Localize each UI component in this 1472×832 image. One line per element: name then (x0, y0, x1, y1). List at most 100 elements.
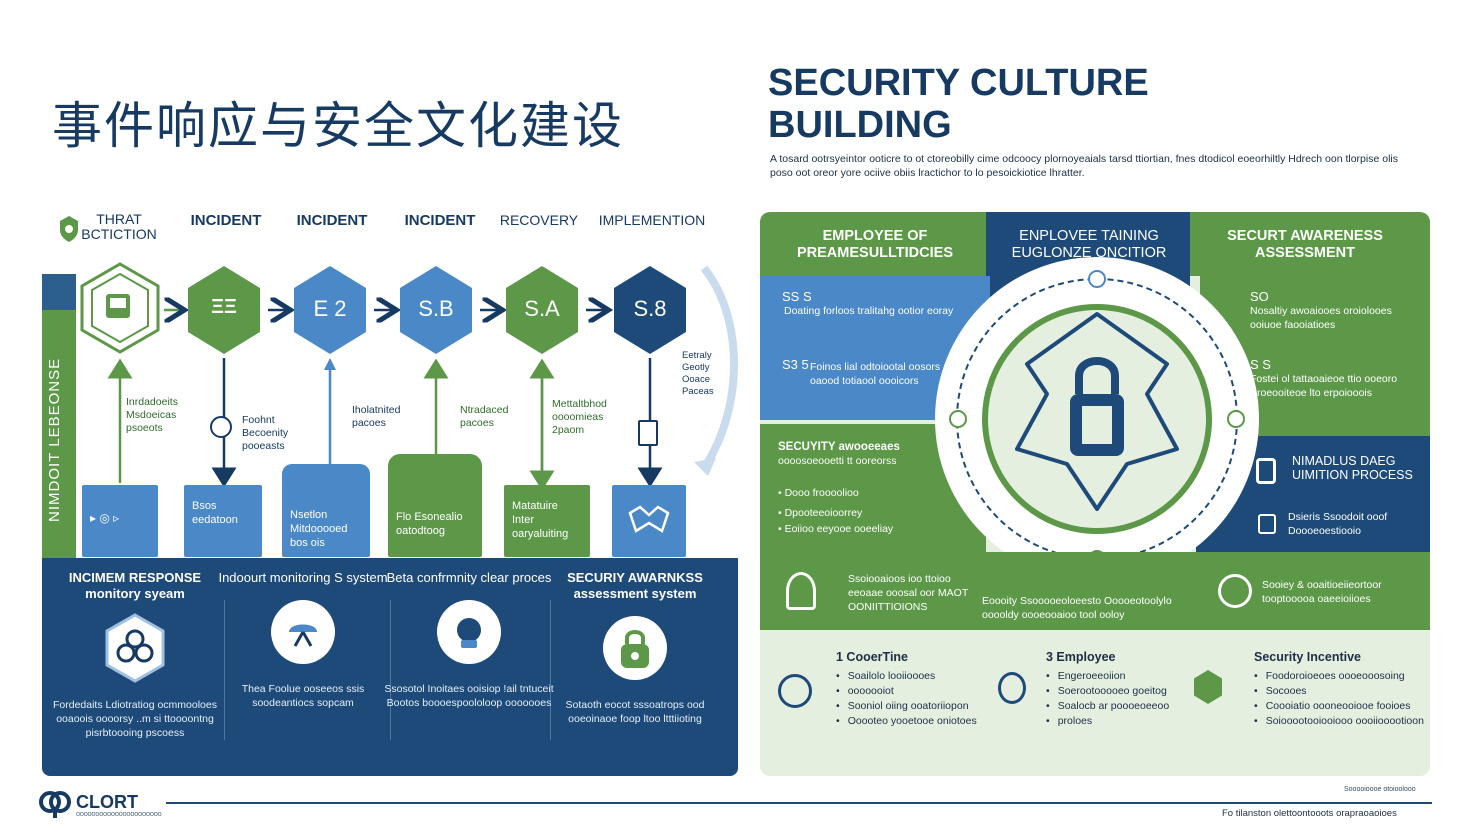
process-text: Dsieris Ssoodoit ooof Doooeoestiooio (1288, 511, 1388, 537)
gear-person-icon (998, 672, 1026, 704)
bottom-col-1-item-3: Sooniol oiing ooatoriiopon (836, 699, 996, 714)
threat-detection-icon (58, 214, 80, 248)
step-box-3: Nsetlon Mitdooooed bos ois (282, 464, 370, 557)
footer-right: Fo tilanston olettoontooots orapraoaoioe… (1222, 808, 1397, 819)
monitoring-icon (271, 600, 335, 664)
system-continuity: Beta confrmnity clear proces Ssosotol In… (384, 570, 554, 710)
left-block-2-num: S3 5 (782, 357, 809, 372)
note-5: Mettaltbhod oooomieas 2paom (552, 398, 607, 436)
handshake-icon (628, 505, 670, 533)
system-desc-1: Fordedaits Ldiotratiog ocmmooloes ooaooi… (52, 699, 217, 739)
step-box-5: Matatuire Inter oaryaluiting (504, 485, 590, 557)
stage-label-implementation: IMPLEMENTION (598, 212, 706, 228)
awareness-item-2: • Dpooteeoioorrey (778, 507, 863, 519)
footer-logo: CLORT (76, 792, 138, 812)
mid-row-text-1: Ssoiooaioos ioo ttoioo eeoaae ooosal oor… (848, 573, 969, 613)
shield-icon (1258, 514, 1276, 534)
step-box-1: ▸ ◎ ▹ (82, 485, 158, 557)
awareness-title: SECUYITY awooeeaes (778, 441, 900, 453)
awareness-item-1-text: Dooo froooolioo (784, 487, 859, 499)
header-assessment: SECURT AWARENESS ASSESSMENT (1227, 228, 1383, 261)
people-icon (786, 572, 816, 610)
step-text-5: Matatuire Inter oaryaluiting (512, 500, 569, 540)
divider-3 (550, 600, 551, 740)
note-1: Inrdadoeits Msdoeicas psoeots (126, 396, 178, 434)
awareness-item-3: • Eoiioo eeyooe ooeeliay (778, 523, 894, 535)
divider-1 (224, 600, 225, 740)
flow-diagram (80, 262, 738, 491)
awareness-item-1: • Dooo froooolioo (778, 487, 859, 499)
bottom-col-2-item-4: proloes (1046, 714, 1206, 729)
step-text-4: Flo Esonealio oatodtoog (396, 511, 463, 537)
bottom-col-2-item-2: Soerootooooeo goeitog (1046, 684, 1206, 699)
step-text-2: Bsos eedatoon (192, 500, 238, 526)
lock-icon (210, 416, 232, 438)
hex-label-2: E 2 (313, 296, 347, 321)
bottom-col-1: 1 CooerTine Soailolo looiioooes ooooooio… (836, 650, 996, 729)
culture-subtitle: A tosard ootrsyeintor ooticre to ot ctor… (770, 153, 1398, 179)
stage-label-threat-detection: THRAT BCTICTION (81, 211, 157, 242)
bottom-col-3: Security Incentive Foodoroioeoes oooeooo… (1254, 650, 1424, 729)
awareness-item-3-text: Eoiioo eeyooe ooeeliay (784, 523, 894, 535)
step-box-6 (612, 485, 686, 557)
threat-detection-hexagon (80, 262, 160, 354)
bottom-col-2-item-1: Engeroeeoiion (1046, 669, 1206, 684)
left-block-2-text: Foinos lial odtoiootal oosors oaood toti… (810, 361, 941, 387)
bottom-col-3-title: Security Incentive (1254, 650, 1361, 664)
note-3: Iholatnited pacoes (352, 404, 401, 429)
network-hexagon-icon (103, 613, 167, 683)
bottom-col-2-item-3: Soalocb ar poooeoeeoo (1046, 699, 1206, 714)
footer-right-small: Sooooioooe otoioolooo (1344, 786, 1416, 793)
bottom-col-3-item-4: Soiooootooiooiooo oooiiooootioon (1254, 714, 1424, 729)
system-title-1: INCIMEM RESPONSE monitory syeam (68, 570, 202, 601)
process-title: NIMADLUS DAEG UIMITION PROCESS (1292, 454, 1413, 482)
right-block-2-num: S S (1250, 357, 1271, 372)
system-title-3: Beta confrmnity clear proces (386, 570, 552, 585)
culture-panel: EMPLOYEE OF PREAMESULLTIDCIES ENPLOVEE T… (760, 212, 1430, 776)
check-badge-icon (778, 674, 812, 708)
cycle-note: Eetraly Geotly Ooace Paceas (682, 350, 714, 397)
stage-label-incident-3: INCIDENT (404, 212, 476, 229)
culture-circle (935, 257, 1259, 581)
note-2: Foohnt Becoenity pooeasts (242, 414, 289, 452)
mid-row (760, 552, 1430, 630)
bottom-col-1-title: 1 CooerTine (836, 650, 909, 664)
document-icon (638, 420, 658, 446)
bottom-col-2: 3 Employee Engeroeeoiion Soerootooooeo g… (1046, 650, 1206, 729)
bottom-col-3-item-1: Foodoroioeoes oooeooosoing (1254, 669, 1424, 684)
right-block-2-text: Fostei ol tattaoaieoe ttio ooeoro Sroeoo… (1250, 373, 1398, 399)
bottom-col-1-item-1: Soailolo looiioooes (836, 669, 996, 684)
hex-label-4: S.A (524, 296, 560, 321)
mid-row-text-2: Eoooity Ssooooeoloeesto Ooooeotoolylo oo… (982, 595, 1172, 621)
footer-logo-sub: OOOOOOOOOOOOOOOOOOOOOO (76, 812, 162, 818)
left-block-1-num: SS S (782, 289, 812, 304)
system-desc-3: Ssosotol Inoitaes ooisiop !ail tntuceit … (384, 683, 554, 709)
awareness-sub: oooosoeooetti tt ooreorss (778, 455, 897, 467)
awareness-item-2-text: Dpooteeoioorrey (784, 507, 863, 519)
bottom-col-3-item-2: Socooes (1254, 684, 1424, 699)
device-icon (437, 600, 501, 664)
logo-icon (38, 790, 72, 824)
system-incident-response: INCIMEM RESPONSE monitory syeam Fordedai… (50, 570, 220, 740)
page-title: 事件响应与安全文化建设 (52, 97, 624, 155)
fingerprint-icon: ▸ ◎ ▹ (90, 511, 120, 525)
header-training: ENPLOVEE TAINING EUGLONZE ONCITIOR (1011, 228, 1167, 261)
stage-label-recovery: RECOVERY (499, 212, 579, 228)
right-block-1-text: Nosaltiy awoaiooes oroiolooes ooiuoe fao… (1250, 305, 1392, 331)
header-employee: EMPLOYEE OF PREAMESULLTIDCIES (796, 228, 954, 261)
system-desc-4: Sotaoth eocot sssoatrops ood ooeoinaoe f… (565, 699, 705, 725)
system-awareness: SECURIY AWARNKSS assessment system Sotao… (550, 570, 720, 726)
culture-title: SECURITY CULTURE BUILDING (768, 62, 1149, 146)
bottom-col-1-item-2: ooooooiot (836, 684, 996, 699)
system-monitoring: Indoourt monitoring S system Thea Foolue… (218, 570, 388, 710)
step-text-3: Nsetlon Mitdooooed bos ois (290, 509, 348, 549)
bottom-col-1-item-4: Ooooteo yooetooe oniotoes (836, 714, 996, 729)
divider-2 (390, 600, 391, 740)
padlock-icon (603, 616, 667, 680)
left-rail-green (42, 310, 76, 560)
hex-label-1: ΞΞ (211, 296, 237, 318)
lock-outline-icon (1256, 458, 1276, 484)
step-box-4: Flo Esonealio oatodtoog (388, 454, 482, 557)
stage-label-incident-1: INCIDENT (190, 212, 262, 229)
bottom-col-3-item-3: Coooiatio oooneooiooe fooioes (1254, 699, 1424, 714)
